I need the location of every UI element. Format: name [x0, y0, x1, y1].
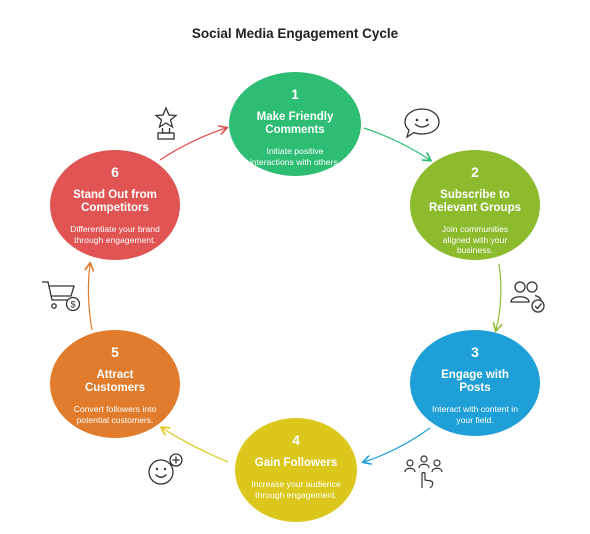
step-3-node: 3 Engage with Posts Interact with conten… [410, 330, 540, 436]
step-2-heading: Subscribe to Relevant Groups [428, 189, 522, 214]
step-2-node: 2 Subscribe to Relevant Groups Join comm… [410, 150, 540, 260]
arrow-5-to-6 [88, 264, 92, 331]
step-1-heading: Make Friendly Comments [256, 111, 334, 136]
smiley-speech-bubble-icon [404, 108, 440, 139]
step-4-number: 4 [292, 432, 300, 448]
arrow-2-to-3 [496, 263, 501, 330]
diagram-title: Social Media Engagement Cycle [191, 26, 399, 41]
shopping-cart-dollar-icon: $ [42, 281, 81, 312]
smiley-plus-icon [148, 453, 183, 485]
step-4-heading: Gain Followers [254, 457, 338, 469]
step-3-heading: Engage with Posts [441, 369, 509, 394]
step-5-node: 5 Attract Customers Convert followers in… [50, 330, 180, 438]
step-1-node: 1 Make Friendly Comments Initiate positi… [229, 72, 361, 176]
step-1-description: Initiate positive interactions with othe… [249, 146, 341, 167]
arrow-1-to-2 [363, 127, 430, 160]
step-5-number: 5 [111, 344, 119, 360]
step-6-description: Differentiate your brand through engagem… [70, 224, 160, 245]
arrow-3-to-4 [364, 427, 431, 462]
svg-text:$: $ [70, 300, 75, 310]
step-1-number: 1 [291, 86, 299, 102]
step-6-node: 6 Stand Out from Competitors Differentia… [50, 150, 180, 260]
step-4-node: 4 Gain Followers Increase your audience … [235, 418, 357, 522]
step-4-description: Increase your audience through engagemen… [251, 479, 341, 500]
step-6-number: 6 [111, 164, 119, 180]
star-trophy-icon [154, 106, 178, 140]
step-3-description: Interact with content in your field. [432, 404, 518, 425]
step-5-heading: Attract Customers [84, 369, 146, 394]
step-5-description: Convert followers into potential custome… [73, 404, 157, 425]
step-3-number: 3 [471, 344, 479, 360]
group-check-icon [510, 281, 545, 313]
step-2-number: 2 [471, 164, 479, 180]
step-2-description: Join communities aligned with your busin… [441, 224, 509, 255]
hand-pointing-people-icon [404, 455, 443, 489]
arrow-6-to-1 [159, 128, 226, 161]
step-6-heading: Stand Out from Competitors [73, 189, 157, 214]
arrow-4-to-5 [162, 428, 229, 463]
